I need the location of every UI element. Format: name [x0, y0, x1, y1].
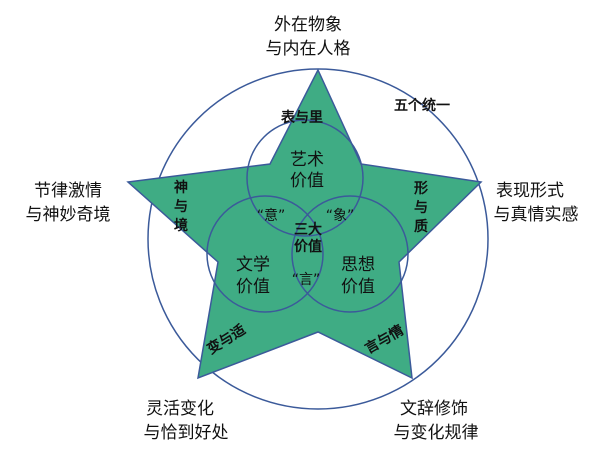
literature-value-circle	[206, 195, 324, 313]
svg-text:神: 神	[174, 179, 188, 196]
svg-text:灵活变化: 灵活变化	[146, 399, 214, 419]
thought-value-circle	[291, 195, 409, 313]
svg-text:与真情实感: 与真情实感	[494, 205, 579, 225]
svg-text:文学: 文学	[236, 255, 270, 275]
outer-label-bottom-left: 灵活变化 与恰到好处	[144, 399, 229, 443]
intersection-xiang: “象”	[326, 208, 355, 224]
art-value-label: 艺术 价值	[290, 150, 324, 191]
svg-text:外在物象: 外在物象	[274, 15, 342, 35]
outer-label-left: 节律激情 与神妙奇境	[26, 181, 111, 225]
svg-text:文辞修饰: 文辞修饰	[400, 399, 468, 419]
intersection-yan: “言”	[292, 272, 321, 288]
svg-text:节律激情: 节律激情	[34, 181, 102, 201]
svg-text:价值: 价值	[341, 277, 375, 297]
svg-text:形: 形	[414, 180, 428, 197]
intersection-yi: “意”	[257, 207, 286, 224]
svg-text:表现形式: 表现形式	[496, 181, 564, 201]
thought-value-label: 思想 价值	[341, 255, 375, 297]
svg-text:境: 境	[174, 217, 188, 234]
star-point-right: 形 与 质	[414, 180, 428, 235]
svg-text:与变化规律: 与变化规律	[394, 423, 479, 443]
svg-text:与: 与	[174, 199, 188, 215]
svg-text:与神妙奇境: 与神妙奇境	[26, 205, 111, 225]
star-point-left: 神 与 境	[174, 179, 188, 234]
svg-text:艺术: 艺术	[290, 150, 324, 170]
center-label: 三大 价值	[294, 221, 322, 255]
outer-label-bottom-right: 文辞修饰 与变化规律	[394, 399, 479, 443]
diagram-title: 五个统一	[394, 97, 450, 114]
svg-text:与: 与	[414, 200, 428, 216]
svg-text:思想: 思想	[341, 255, 375, 275]
svg-text:与内在人格: 与内在人格	[266, 39, 351, 59]
star-shape	[126, 68, 483, 380]
svg-text:质: 质	[414, 218, 428, 235]
outer-label-right: 表现形式 与真情实感	[494, 181, 579, 225]
svg-text:与恰到好处: 与恰到好处	[144, 423, 229, 443]
art-value-circle	[246, 119, 364, 237]
svg-text:价值: 价值	[290, 171, 324, 191]
outer-label-top: 外在物象 与内在人格	[266, 15, 351, 59]
svg-text:三大: 三大	[294, 221, 322, 238]
svg-text:价值: 价值	[294, 238, 322, 255]
svg-text:价值: 价值	[236, 277, 270, 297]
star-point-top: 表与里	[280, 109, 323, 126]
literature-value-label: 文学 价值	[236, 255, 270, 297]
